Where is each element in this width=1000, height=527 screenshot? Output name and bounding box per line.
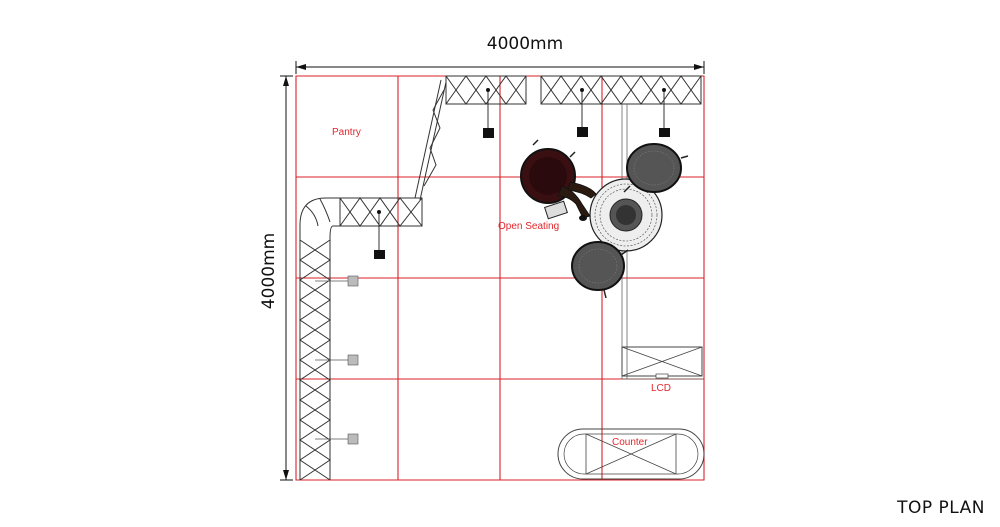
width-label: 4000mm [487,34,563,54]
plan-title: TOP PLAN [896,498,985,518]
width-dimension: 4000mm [295,34,705,74]
pantry-label: Pantry [332,127,361,138]
counter-unit [557,428,705,480]
wall-fixture-icon [347,354,359,366]
spotlight-icon [659,128,670,137]
laptop-icon [544,200,568,220]
chair-bottom [571,241,629,299]
lcd-unit [621,346,703,379]
top-truss-right [540,75,702,105]
height-dimension: 4000mm [259,75,293,481]
counter-label: Counter [612,437,648,448]
open-seating-label: Open Seating [498,221,559,232]
top-truss-left [445,75,527,105]
lcd-screen-icon [655,373,669,379]
spotlight-icon [483,128,494,138]
lcd-label: LCD [651,383,671,394]
curved-corner-truss [299,197,340,480]
wall-fixtures [315,275,359,445]
height-label: 4000mm [259,233,279,309]
spotlights [374,88,670,259]
chair-top-right [623,143,689,193]
spotlight-icon [374,250,385,259]
spotlight-icon [577,127,588,137]
middle-truss [339,197,423,227]
round-table [589,178,663,252]
diagonal-truss [414,79,447,201]
wall-fixture-icon [347,275,359,287]
seated-person [520,139,597,221]
wall-fixture-icon [347,433,359,445]
